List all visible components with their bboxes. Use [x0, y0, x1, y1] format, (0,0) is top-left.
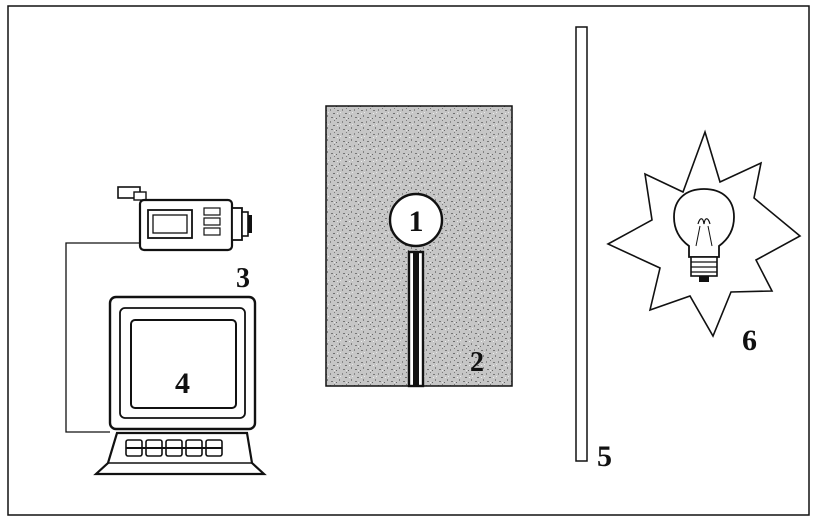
- probe: [388, 192, 444, 388]
- vertical-bar: [575, 26, 588, 462]
- label-2: 2: [470, 347, 484, 378]
- computer-monitor-icon: [108, 295, 257, 431]
- label-5: 5: [597, 440, 612, 473]
- label-1: 1: [409, 205, 424, 238]
- connection-cable: [65, 242, 145, 433]
- keyboard-icon: [93, 431, 267, 476]
- label-3: 3: [236, 263, 250, 294]
- video-camera-icon: [117, 186, 252, 252]
- label-6: 6: [742, 324, 757, 357]
- light-bulb-icon: [673, 188, 735, 282]
- label-4: 4: [175, 367, 190, 400]
